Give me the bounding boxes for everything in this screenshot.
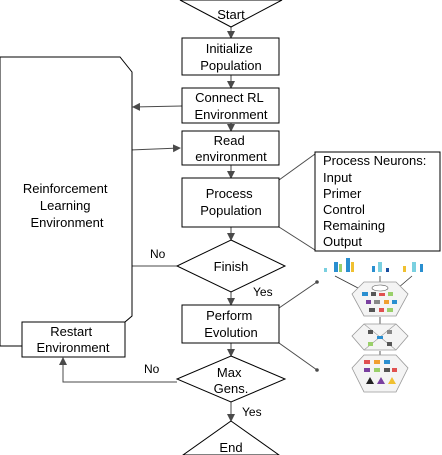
rl-environment-label: Reinforcement Learning Environment — [23, 181, 111, 230]
process-population-node[interactable]: Process Population — [181, 177, 280, 228]
callout-dot-bottom — [315, 368, 319, 372]
evolution-callout-bottom — [278, 342, 318, 371]
perform-evolution-label: Perform Evolution — [204, 308, 257, 340]
edge-maxgens-no — [59, 357, 177, 383]
connect-rl-environment-box[interactable] — [181, 87, 280, 124]
neuron-item-primer: Primer — [323, 186, 362, 201]
finish-decision-node[interactable]: Finish — [175, 239, 287, 293]
callout-line-bottom — [278, 226, 316, 251]
initialize-population-label: Initialize Population — [200, 41, 261, 73]
connect-rl-environment-node[interactable]: Connect RL Environment — [181, 87, 280, 124]
end-shape[interactable] — [182, 420, 280, 455]
max-gens-decision-label: Max Gens. — [214, 365, 249, 396]
process-population-box[interactable] — [181, 177, 280, 228]
population-hexagon-3 — [351, 354, 409, 393]
population-hexagon-1 — [351, 281, 409, 317]
finish-yes-label: Yes — [253, 285, 273, 299]
max-gens-decision-node[interactable]: Max Gens. — [175, 355, 287, 403]
initialize-population-box[interactable] — [181, 37, 280, 76]
process-neurons-list: Process Neurons: Input Primer Control Re… — [323, 153, 430, 249]
finish-decision-shape[interactable] — [175, 239, 287, 293]
restart-environment-label: Restart Environment — [37, 324, 110, 355]
process-neurons-title: Process Neurons: — [323, 153, 426, 168]
neuron-item-output: Output — [323, 234, 362, 249]
fitness-bars-graphic — [324, 258, 423, 272]
neuron-item-remaining: Remaining — [323, 218, 385, 233]
finish-no-label: No — [150, 247, 166, 261]
start-label: Start — [217, 7, 245, 22]
finish-decision-label: Finish — [214, 259, 249, 274]
evolution-illustration — [324, 258, 423, 393]
initialize-population-node[interactable]: Initialize Population — [181, 37, 280, 76]
max-gens-yes-label: Yes — [242, 405, 262, 419]
population-hexagon-2 — [351, 323, 409, 351]
process-population-label: Process Population — [200, 186, 261, 218]
neuron-item-input: Input — [323, 170, 352, 185]
neuron-item-control: Control — [323, 202, 365, 217]
restart-environment-node[interactable]: Restart Environment — [21, 321, 126, 358]
max-gens-no-label: No — [144, 362, 160, 376]
end-label: End — [219, 440, 242, 455]
rl-environment-box: Reinforcement Learning Environment — [0, 56, 133, 347]
connect-rl-environment-label: Connect RL Environment — [195, 90, 268, 122]
connectors — [59, 27, 319, 422]
edge-rl-to-read — [129, 144, 181, 153]
start-node[interactable]: Start — [179, 0, 283, 28]
callout-line-top — [278, 153, 316, 181]
restart-environment-box[interactable] — [21, 321, 126, 358]
evolution-callout-top — [278, 281, 318, 309]
start-shape[interactable] — [179, 0, 283, 28]
read-environment-label: Read environment — [195, 133, 267, 164]
max-gens-decision-shape[interactable] — [175, 355, 287, 403]
perform-evolution-node[interactable]: Perform Evolution — [181, 304, 280, 344]
edge-connect-to-rl — [132, 102, 183, 111]
read-environment-box[interactable] — [181, 130, 280, 166]
read-environment-node[interactable]: Read environment — [181, 130, 280, 166]
callout-dot-top — [315, 280, 319, 284]
perform-evolution-box[interactable] — [181, 304, 280, 344]
process-neurons-callout: Process Neurons: Input Primer Control Re… — [314, 151, 441, 252]
process-neurons-box — [314, 151, 441, 252]
end-node[interactable]: End — [182, 420, 280, 455]
